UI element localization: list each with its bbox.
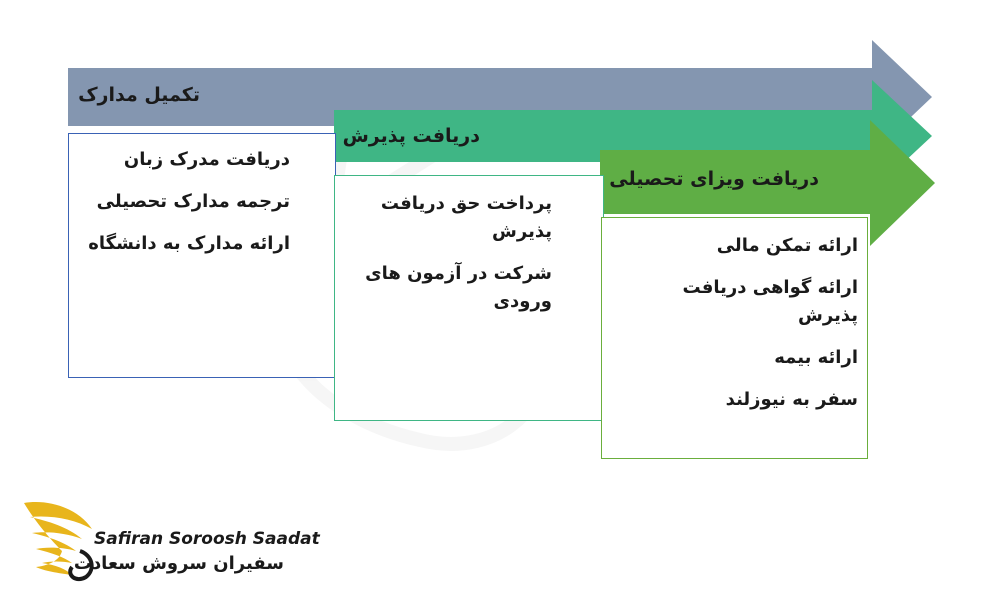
step1-title: تکمیل مدارک [78,84,200,106]
list-item: ارائه بیمه [774,346,858,368]
step2-box [334,175,604,421]
list-item: سفر به نیوزلند [725,388,858,410]
list-item: ترجمه مدارک تحصیلی [96,190,290,212]
step2-arrow [334,80,932,192]
step3-title: دریافت ویزای تحصیلی [609,168,819,190]
step2-list: پرداخت حق دریافت پذیرش شرکت در آزمون های… [352,190,552,330]
list-item: شرکت در آزمون های ورودی [365,262,552,312]
step1-list: دریافت مدرک زبان ترجمه مدارک تحصیلی ارائ… [50,146,290,272]
list-item: پرداخت حق دریافت پذیرش [380,193,552,242]
list-item: ارائه مدارک به دانشگاه [88,232,290,254]
step3-list: ارائه تمکن مالی ارائه گواهی دریافت پذیرش… [618,232,858,427]
step3-arrow [600,120,935,246]
step1-box [68,133,336,378]
logo-name-fa: سفیران سروش سعادت [73,553,284,574]
step2-title: دریافت پذیرش [342,125,480,147]
step3-box [601,217,868,459]
list-item: دریافت مدرک زبان [123,149,290,170]
list-item: ارائه گواهی دریافت پذیرش [682,276,858,326]
golden-wing-icon [24,502,94,582]
company-logo: Safiran Soroosh Saadat سفیران سروش سعادت [22,493,320,588]
list-item: ارائه تمکن مالی [716,235,858,256]
logo-name-en: Safiran Soroosh Saadat [94,529,320,549]
